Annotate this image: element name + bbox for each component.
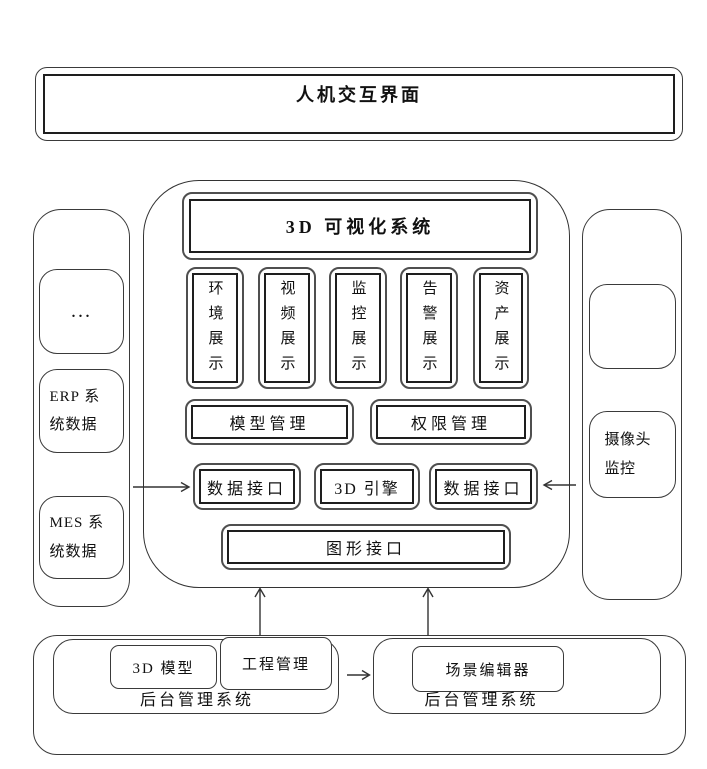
- hmi-interface-inner: 人机交互界面: [43, 74, 675, 134]
- erp-data-box: ERP 系统数据: [39, 369, 124, 453]
- data-interface-left-box: 数据接口: [193, 463, 301, 510]
- viz-title-box: 3D 可视化系统: [182, 192, 538, 260]
- scene-editor-box: 场景编辑器: [412, 646, 564, 692]
- panel-label: 环境展示: [206, 280, 223, 380]
- viz-title: 3D 可视化系统: [285, 217, 435, 237]
- ellipsis-box: ...: [39, 269, 124, 354]
- camera-monitor-label: 摄像头监控: [604, 432, 652, 477]
- hmi-interface-box: 人机交互界面: [35, 67, 683, 141]
- panel-label: 资产展示: [492, 280, 509, 380]
- display-panel-alarm: 告警展示: [400, 267, 458, 389]
- ellipsis-label: ...: [71, 300, 92, 322]
- project-mgmt-label: 工程管理: [241, 657, 310, 673]
- backend-left-label: 后台管理系统: [139, 692, 254, 709]
- backend-right-label: 后台管理系统: [424, 692, 539, 709]
- data-interface-right-label: 数据接口: [443, 480, 524, 498]
- display-panel-asset: 资产展示: [473, 267, 529, 389]
- data-interface-right-box: 数据接口: [429, 463, 538, 510]
- backend-right-group: 场景编辑器 后台管理系统: [373, 638, 661, 714]
- panel-label: 视频展示: [278, 280, 295, 380]
- backend-left-group: 3D 模型 工程管理 后台管理系统: [53, 637, 339, 714]
- model-mgmt-label: 模型管理: [229, 416, 310, 433]
- erp-data-label: ERP 系统数据: [49, 388, 101, 434]
- display-panel-video: 视频展示: [258, 267, 316, 389]
- camera-stack: 摄像头监控: [582, 209, 682, 600]
- hmi-title: 人机交互界面: [296, 85, 422, 105]
- model-3d-label: 3D 模型: [132, 660, 195, 677]
- scene-editor-label: 场景编辑器: [445, 662, 531, 679]
- permission-mgmt-box: 权限管理: [370, 399, 532, 445]
- project-mgmt-box: 工程管理: [220, 637, 332, 690]
- mes-data-label: MES 系统数据: [49, 515, 105, 560]
- arrow-backend-up-right: [422, 587, 434, 636]
- display-panel-monitor: 监控展示: [329, 267, 387, 389]
- model-mgmt-box: 模型管理: [185, 399, 354, 445]
- panel-label: 监控展示: [349, 280, 366, 380]
- engine-3d-box: 3D 引擎: [314, 463, 420, 510]
- arrow-backend-up-left: [254, 587, 266, 636]
- permission-mgmt-label: 权限管理: [410, 416, 491, 433]
- engine-3d-label: 3D 引擎: [334, 480, 400, 498]
- viz-system-container: 3D 可视化系统 环境展示 视频展示 监控展示 告警展示 资产展示 模型管理 权…: [143, 180, 570, 588]
- backend-container: 3D 模型 工程管理 后台管理系统 场景编辑器 后台管理系统: [33, 635, 686, 755]
- panel-label: 告警展示: [420, 280, 437, 380]
- camera-placeholder-box: [589, 284, 676, 369]
- camera-monitor-box: 摄像头监控: [589, 411, 676, 498]
- data-interface-left-label: 数据接口: [206, 480, 287, 498]
- mes-data-box: MES 系统数据: [39, 496, 124, 579]
- display-panel-environment: 环境展示: [186, 267, 244, 389]
- graphics-interface-label: 图形接口: [325, 541, 406, 558]
- model-3d-box: 3D 模型: [110, 645, 217, 689]
- graphics-interface-box: 图形接口: [221, 524, 511, 570]
- data-source-stack: ... ERP 系统数据 MES 系统数据: [33, 209, 130, 607]
